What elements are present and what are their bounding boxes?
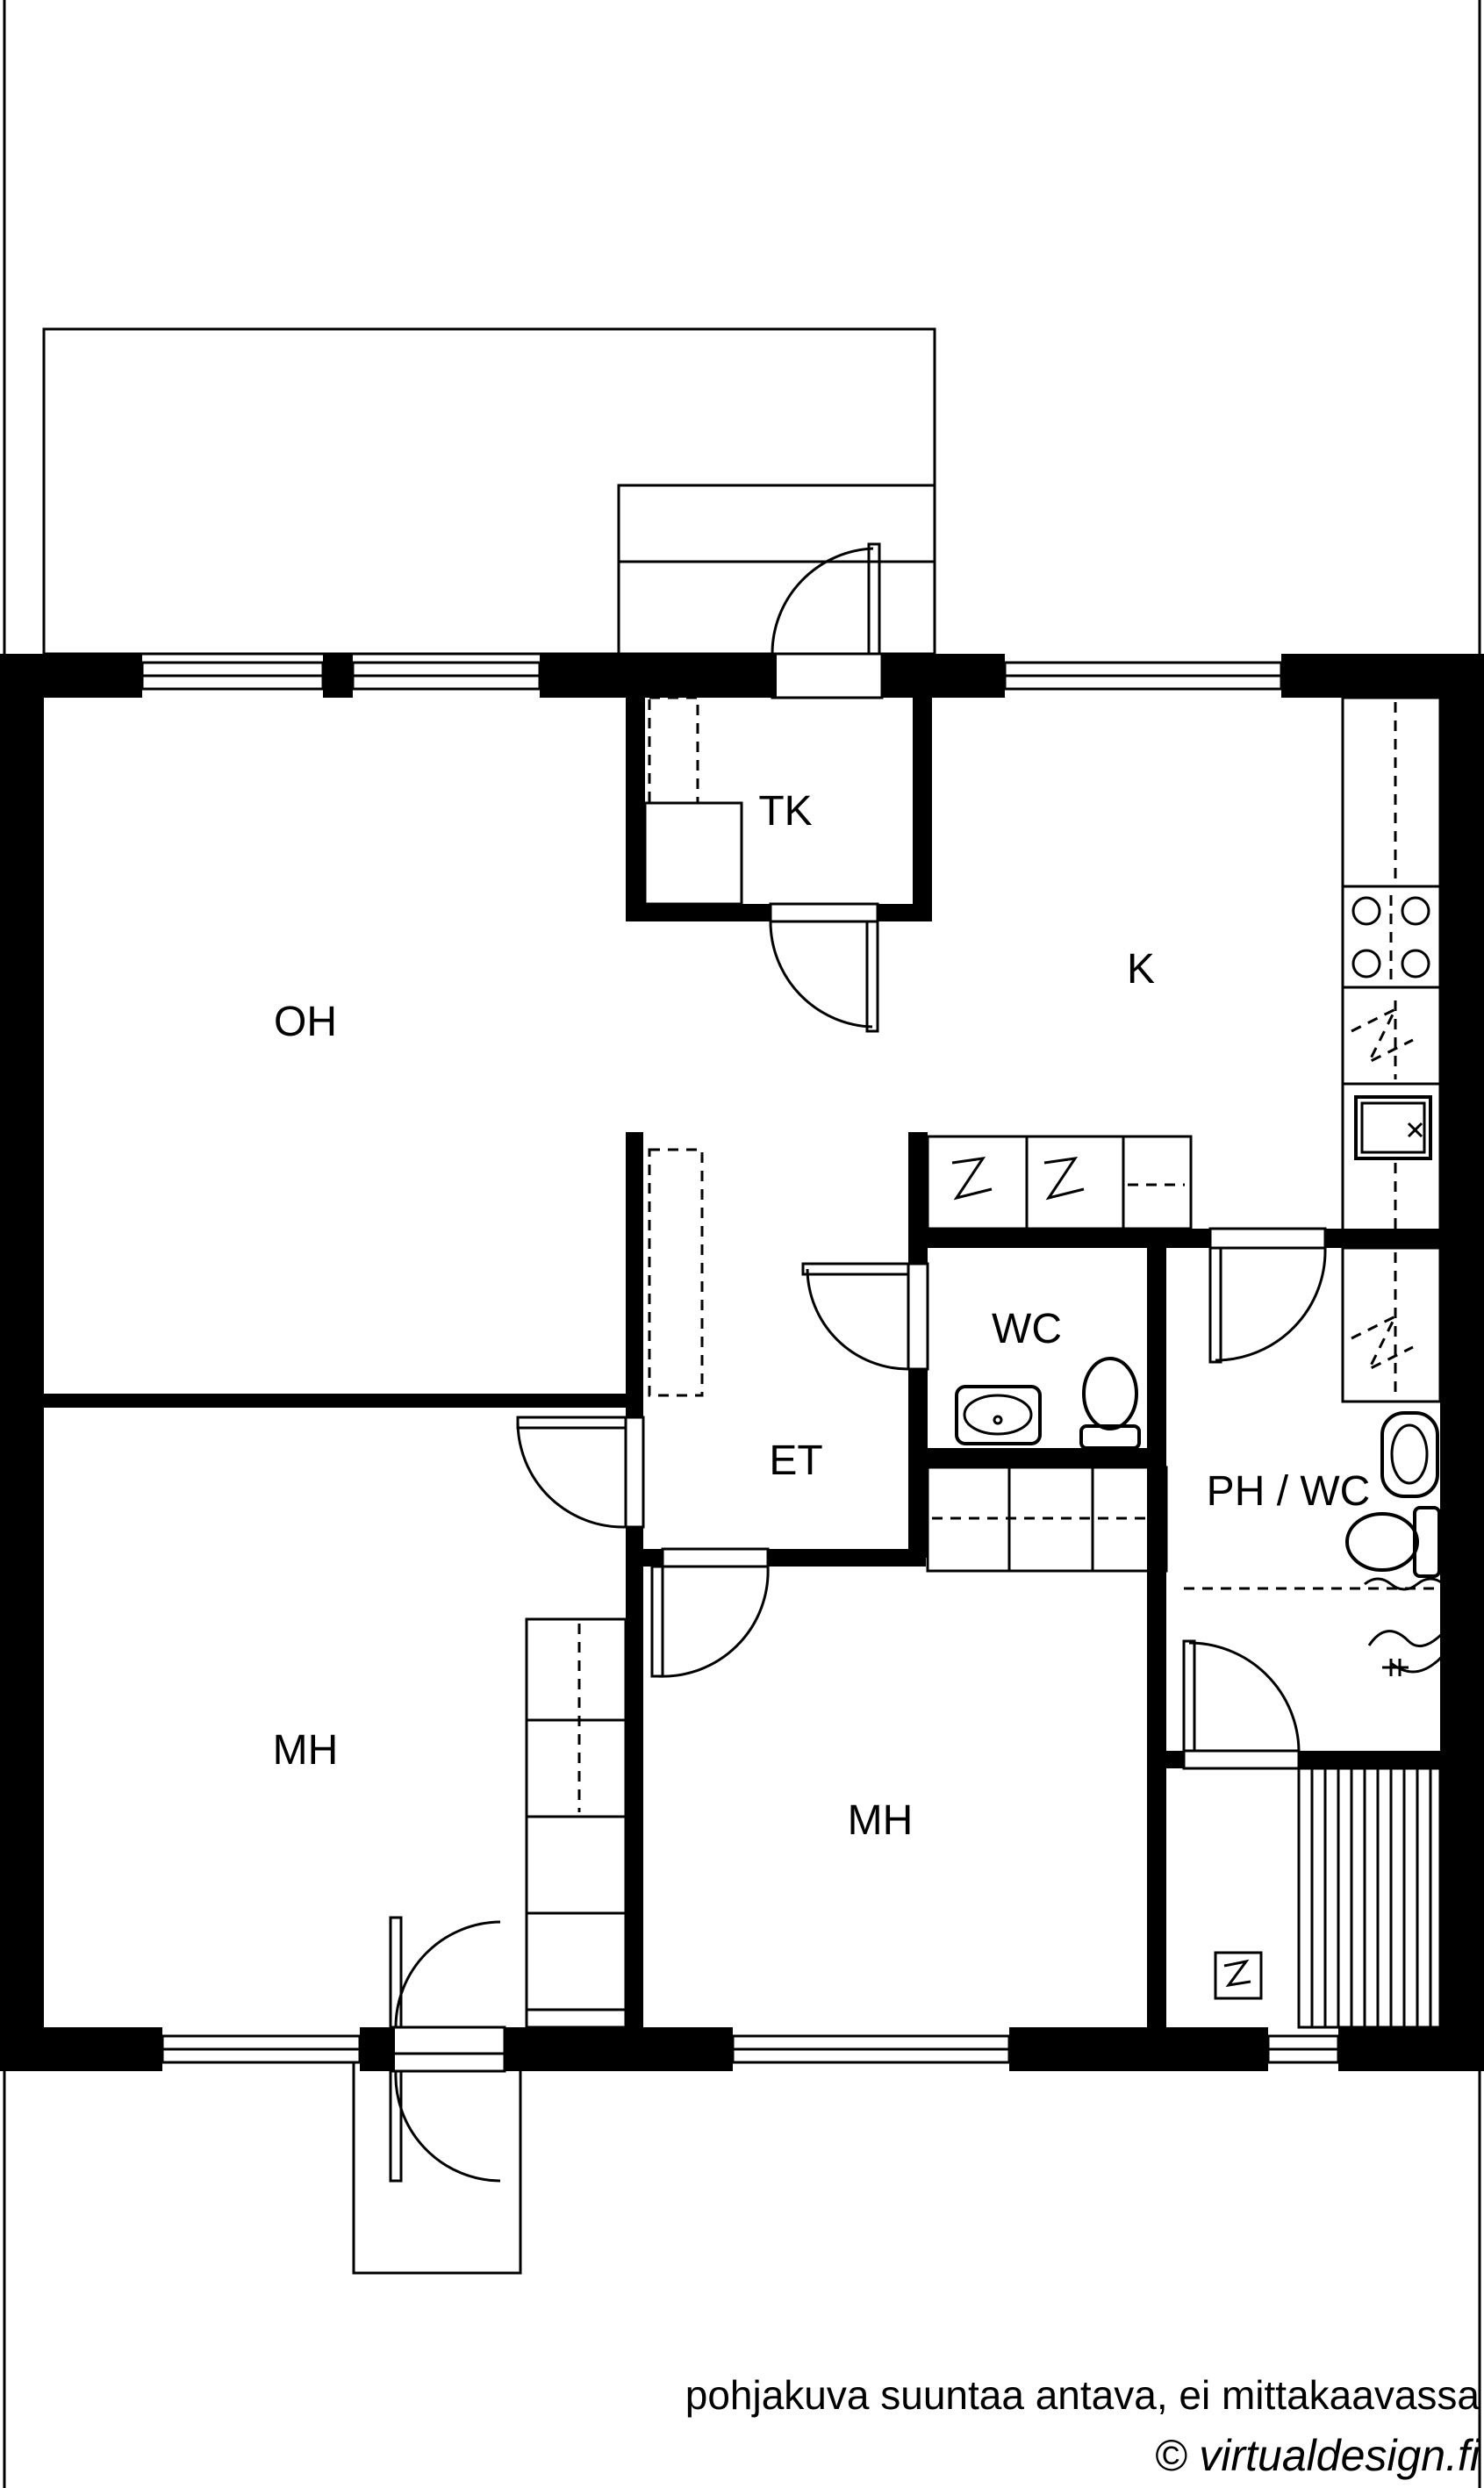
- kitchen-fixtures: [926, 696, 1442, 1235]
- freezer-icon: [1043, 1157, 1085, 1201]
- shower-icon: [1364, 1577, 1448, 1676]
- hall-wardrobe: [648, 1148, 704, 1397]
- exterior-walls: [0, 654, 1484, 2071]
- doors: [389, 542, 1327, 2183]
- bath-sink-icon: [1380, 1411, 1439, 1498]
- windows: [140, 661, 1340, 2064]
- bathroom-fixtures: [1184, 1246, 1448, 1676]
- room-label-tk: TK: [758, 788, 812, 835]
- entrance-porch: [352, 2052, 522, 2275]
- room-label-mh-right: MH: [848, 1797, 914, 1844]
- room-label-k: K: [1127, 946, 1155, 993]
- room-label-mh-left: MH: [273, 1727, 339, 1774]
- copyright-credit: © virtualdesign.fi: [1155, 2431, 1481, 2480]
- disclaimer-note: pohjakuva suuntaa antava, ei mittakaavas…: [685, 2372, 1480, 2418]
- closet-shelving: [643, 696, 743, 906]
- wc-toilet-icon: [1079, 1357, 1141, 1450]
- bedroom-wardrobe: [525, 1617, 627, 2029]
- electrical-panel-icon: [1214, 1951, 1263, 2000]
- exterior-lines: [3, 0, 1481, 2488]
- dishwasher-icon: [1351, 1000, 1414, 1079]
- room-label-wc: WC: [992, 1306, 1062, 1352]
- wc-fixtures: [926, 1357, 1168, 1573]
- fridge-icon: [951, 1157, 993, 1201]
- storage-slats: [1297, 1767, 1442, 2029]
- balcony: [42, 327, 936, 656]
- washing-machine-icon: [1351, 1313, 1414, 1373]
- wc-sink-icon: [955, 1385, 1042, 1445]
- room-label-et: ET: [769, 1438, 822, 1484]
- stove-icon: [1351, 895, 1430, 983]
- kitchen-sink-icon: [1354, 1095, 1432, 1229]
- room-label-oh: OH: [274, 999, 337, 1045]
- room-label-ph-wc: PH / WC: [1207, 1468, 1371, 1515]
- toilet-icon: [1345, 1506, 1441, 1578]
- interior-walls: [44, 689, 1440, 2045]
